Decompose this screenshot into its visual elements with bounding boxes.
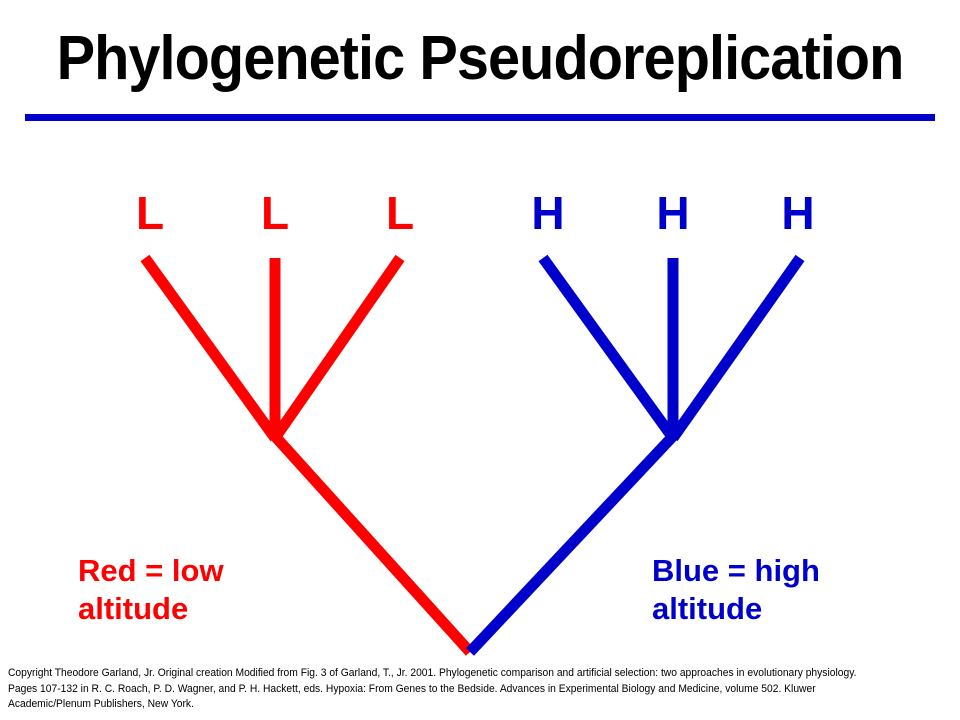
tip-label-low-1: L [135, 187, 165, 239]
high-altitude-clade [465, 254, 805, 656]
page-title: Phylogenetic Pseudoreplication [56, 24, 905, 93]
branch-high-tip-1 [538, 254, 678, 442]
branch-low-stem [268, 430, 475, 656]
legend-high-altitude: Blue = high altitude [652, 553, 820, 626]
branch-high-tip-3 [668, 254, 805, 442]
tip-label-low-2: L [260, 187, 290, 239]
branch-low-tip-1 [140, 254, 280, 442]
low-altitude-clade [140, 254, 475, 656]
tip-label-high-2: H [656, 187, 690, 239]
tip-label-low-3: L [385, 187, 415, 239]
tip-label-high-1: H [531, 187, 565, 239]
title-divider-rule [25, 114, 935, 121]
legend-low-altitude: Red = low altitude [78, 553, 224, 626]
branch-low-tip-3 [270, 254, 405, 442]
tip-label-high-3: H [781, 187, 815, 239]
branch-high-stem [465, 430, 680, 656]
copyright-citation: Copyright Theodore Garland, Jr. Original… [8, 667, 857, 710]
